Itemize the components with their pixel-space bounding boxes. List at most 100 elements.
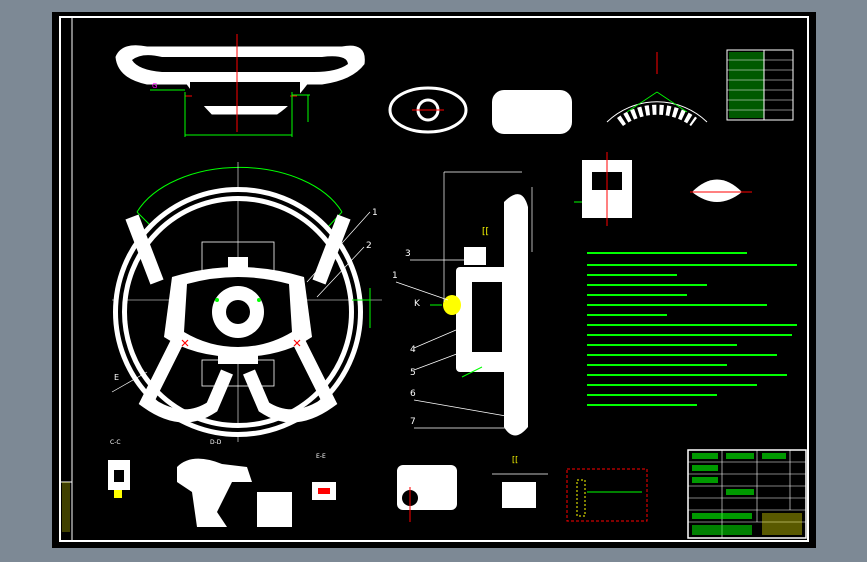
param-table-rows [727, 59, 793, 111]
title-cell [692, 453, 718, 459]
title-drawing-name [762, 513, 802, 535]
note-line [587, 394, 717, 396]
leader-4 [413, 329, 457, 349]
drawing-svg: G 1 2 E [59, 16, 809, 542]
dim-arc-end-right [327, 211, 343, 228]
leader-1b [395, 281, 449, 301]
dim-box-top [201, 241, 275, 273]
upper-spokes [125, 214, 351, 285]
view-label-k: K [414, 299, 421, 309]
callout-1b: 1 [392, 271, 398, 281]
detail-b-title: D-D [210, 439, 222, 446]
detail-views: C-C D-D E-E [[ [108, 439, 648, 527]
callout-5: 5 [410, 368, 416, 378]
lower-right-spoke [243, 339, 338, 423]
note-line [587, 354, 777, 356]
top-view: G [115, 34, 365, 137]
detail-c-title: E-E [316, 453, 326, 460]
title-cell [762, 453, 786, 459]
small-views-top [388, 86, 572, 134]
leader-6 [413, 399, 507, 417]
callout-2: 2 [366, 241, 372, 251]
sector-teeth [617, 104, 697, 127]
title-block-grid [688, 450, 806, 538]
note-line [587, 284, 707, 286]
point-a [215, 298, 219, 302]
k-view-mark: [[ [482, 227, 489, 237]
rim-side [504, 194, 528, 436]
detail-b-body [177, 458, 252, 527]
bottom-dim [461, 366, 483, 378]
note-line [587, 274, 677, 276]
note-line [587, 374, 787, 376]
detail-b-block [257, 492, 292, 527]
detail-a-mark [114, 490, 122, 498]
param-table-frame [726, 49, 794, 121]
detail-a-cut [114, 470, 124, 482]
hub-bore [226, 300, 250, 324]
param-table-labels [729, 52, 764, 118]
sector-arc [606, 101, 708, 123]
note-line [587, 364, 727, 366]
hub-top-cavity [190, 82, 300, 106]
title-cell [692, 513, 752, 519]
note-line [587, 334, 792, 336]
sector-dims [626, 91, 688, 113]
callout-7: 7 [410, 417, 416, 427]
callout-1: 1 [372, 208, 378, 218]
sector-view [606, 52, 708, 127]
detail-e-body [502, 482, 536, 508]
rim-top-inner [132, 55, 348, 72]
leader-2 [316, 246, 365, 298]
note-line [587, 304, 767, 306]
callout-3: 3 [405, 249, 411, 259]
note-line [587, 384, 757, 386]
note-line [587, 252, 747, 254]
tech-notes [587, 252, 797, 406]
lower-left-spoke [138, 339, 233, 423]
title-block-frame [687, 449, 807, 539]
dim-arc [136, 166, 343, 213]
leader-5 [413, 351, 463, 371]
point-b [257, 298, 261, 302]
title-block [687, 449, 807, 539]
note-line [587, 324, 797, 326]
front-view: 1 2 E [111, 162, 382, 442]
view-label-g: G [152, 82, 157, 90]
cad-drawing-canvas: G 1 2 E [52, 12, 816, 548]
margin-label-strip [62, 482, 70, 532]
oval-part [692, 179, 742, 202]
title-cell [726, 453, 754, 459]
hole-marks [181, 339, 301, 347]
note-line [587, 344, 737, 346]
title-cell [692, 477, 718, 483]
parameter-table [726, 49, 794, 121]
hub-top-tab [228, 257, 248, 275]
note-line [587, 404, 697, 406]
leader-1 [306, 211, 371, 283]
note-line [587, 264, 797, 266]
title-cell [692, 465, 718, 471]
callout-6: 6 [410, 389, 416, 399]
button-outline [388, 86, 468, 134]
hub-section [574, 152, 752, 226]
note-line [587, 314, 667, 316]
inner-border [71, 16, 809, 542]
rim-inner-line [118, 192, 358, 432]
side-view: K 3 1 4 5 6 7 [[ [392, 171, 533, 436]
title-cell [692, 525, 752, 535]
detail-e-mark: [[ [512, 455, 518, 464]
view-label-e: E [114, 373, 119, 382]
detail-c-mark [318, 488, 330, 494]
detail-f-frame [566, 468, 648, 522]
detail-a-title: C-C [110, 439, 121, 446]
hub-bottom-tab [218, 350, 258, 364]
note-line [587, 294, 687, 296]
title-cell [726, 489, 754, 495]
cover-block [492, 90, 572, 134]
dim-box-bottom [201, 359, 275, 387]
horn-button [443, 295, 461, 315]
callout-4: 4 [410, 345, 416, 355]
leader-e [111, 371, 148, 393]
detail-f-contacts [576, 479, 586, 517]
